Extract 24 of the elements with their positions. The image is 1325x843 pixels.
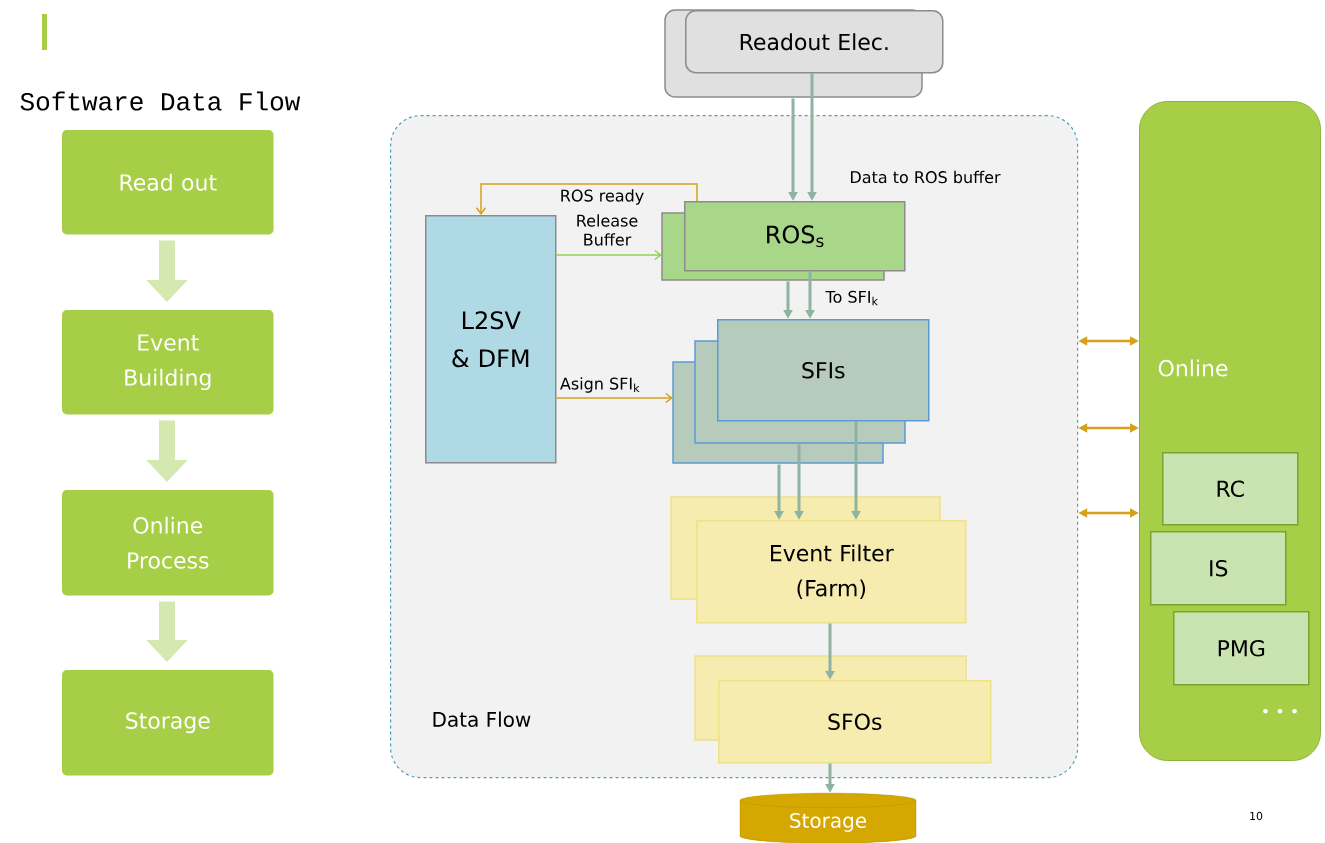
stage-box: Read out (62, 130, 274, 235)
arrow (555, 249, 662, 261)
stage-box: Storage (62, 670, 274, 776)
slide-title: Software Data Flow (20, 91, 301, 111)
edge-label: ROS ready (561, 189, 644, 205)
edge-label: To SFI$_{k}$ (825, 290, 878, 306)
edge-label: Release Buffer (577, 214, 638, 246)
ros-box: ROS$_{s}$ (661, 201, 906, 281)
page-number: 10 (1250, 811, 1263, 821)
arrow (475, 183, 698, 215)
readout-box: Readout Elec. (664, 9, 944, 98)
arrow (555, 392, 673, 404)
sfi-box: SFIs (672, 319, 930, 464)
edge-label: Asign SFI$_{k}$ (560, 377, 640, 393)
stage-box: Online Process (62, 490, 274, 596)
module-box: RC (1162, 452, 1299, 526)
processor-box: L2SV & DFM (425, 215, 557, 464)
edge-label: Data to ROS buffer (851, 170, 1001, 184)
stage-box: Event Building (62, 310, 274, 415)
storage-cylinder: Storage (739, 793, 917, 843)
module-box: PMG (1173, 611, 1310, 686)
sfo-box: SFOs (694, 655, 992, 764)
filter-box: Event Filter (Farm) (670, 496, 967, 624)
module-box: IS (1150, 531, 1287, 606)
